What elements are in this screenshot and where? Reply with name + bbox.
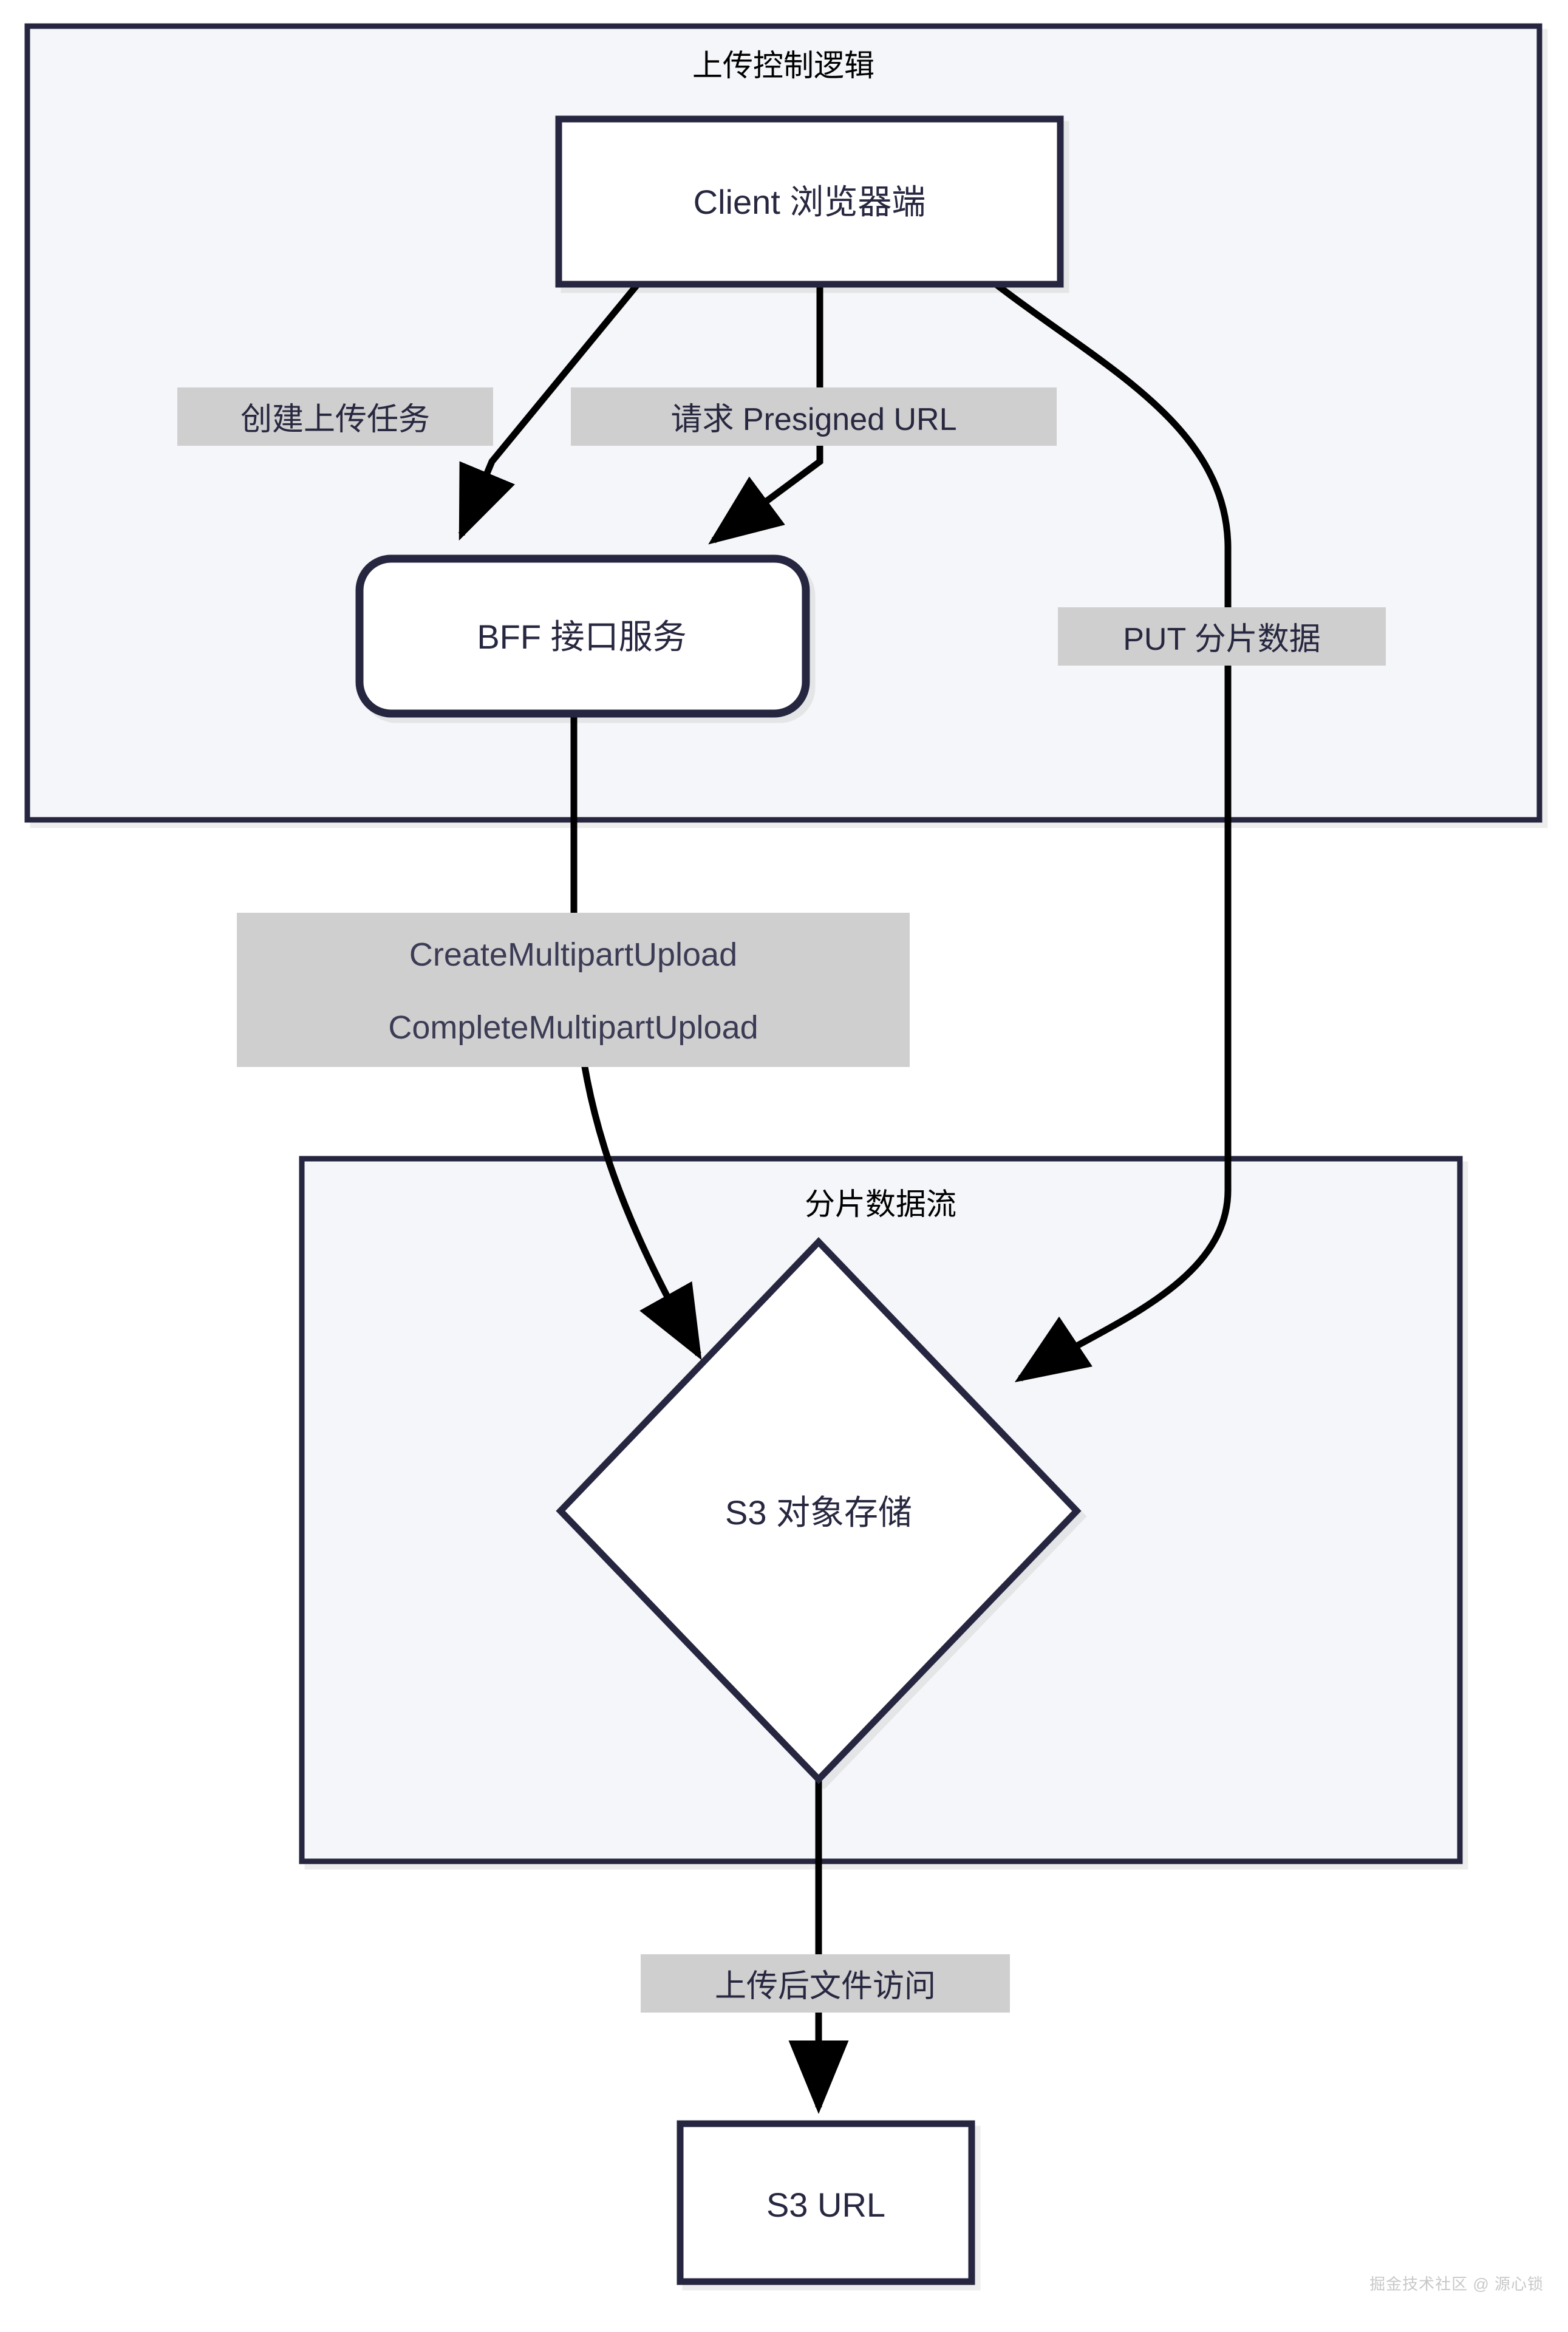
node-client-box[interactable] (555, 115, 1064, 288)
node-s3-diamond[interactable] (556, 1237, 1082, 1784)
edge-label-multipart-line2: CompleteMultipartUpload (388, 1009, 758, 1046)
edge-label-presigned-url-text: 请求 Presigned URL (670, 402, 956, 437)
edge-label-create-task-text: 创建上传任务 (240, 402, 430, 437)
edge-label-put-chunk-bg (1058, 607, 1386, 666)
edge-client-to-bff-presigned (708, 284, 823, 545)
node-client-label: Client 浏览器端 (694, 183, 926, 221)
watermark-text: 掘金技术社区 @ 源心锁 (1369, 2275, 1544, 2293)
node-s3url-label: S3 URL (766, 2186, 885, 2224)
edge-client-to-s3-put (994, 281, 1232, 1383)
node-s3-label: S3 对象存储 (725, 1493, 912, 1532)
cluster-upload-control-title: 上传控制逻辑 (692, 49, 874, 83)
edge-label-create-task-bg (177, 387, 493, 446)
edge-label-file-access: 上传后文件访问 (641, 1954, 1010, 2013)
node-s3[interactable]: S3 对象存储 (556, 1237, 1082, 1784)
edge-label-multipart: CreateMultipartUpload CompleteMultipartU… (237, 913, 910, 1067)
edge-label-multipart-line1: CreateMultipartUpload (409, 936, 737, 973)
edge-label-presigned-url: 请求 Presigned URL (571, 387, 1057, 446)
edge-label-presigned-url-bg (571, 387, 1057, 446)
edge-label-file-access-text: 上传后文件访问 (715, 1969, 936, 2004)
edge-label-multipart-bg (237, 913, 910, 1067)
node-client[interactable]: Client 浏览器端 (555, 115, 1064, 288)
node-s3url-box[interactable] (677, 2120, 975, 2285)
edge-client-to-bff-create (458, 282, 641, 541)
edge-label-put-chunk: PUT 分片数据 (1058, 607, 1386, 666)
node-bff-box[interactable] (355, 554, 810, 718)
node-s3url[interactable]: S3 URL (677, 2120, 975, 2285)
edge-label-put-chunk-text: PUT 分片数据 (1123, 622, 1321, 657)
edge-label-file-access-bg (641, 1954, 1010, 2013)
edge-label-create-task: 创建上传任务 (177, 387, 493, 446)
cluster-chunk-stream-title: 分片数据流 (805, 1187, 956, 1221)
node-bff-label: BFF 接口服务 (477, 618, 686, 656)
node-bff[interactable]: BFF 接口服务 (355, 554, 810, 718)
